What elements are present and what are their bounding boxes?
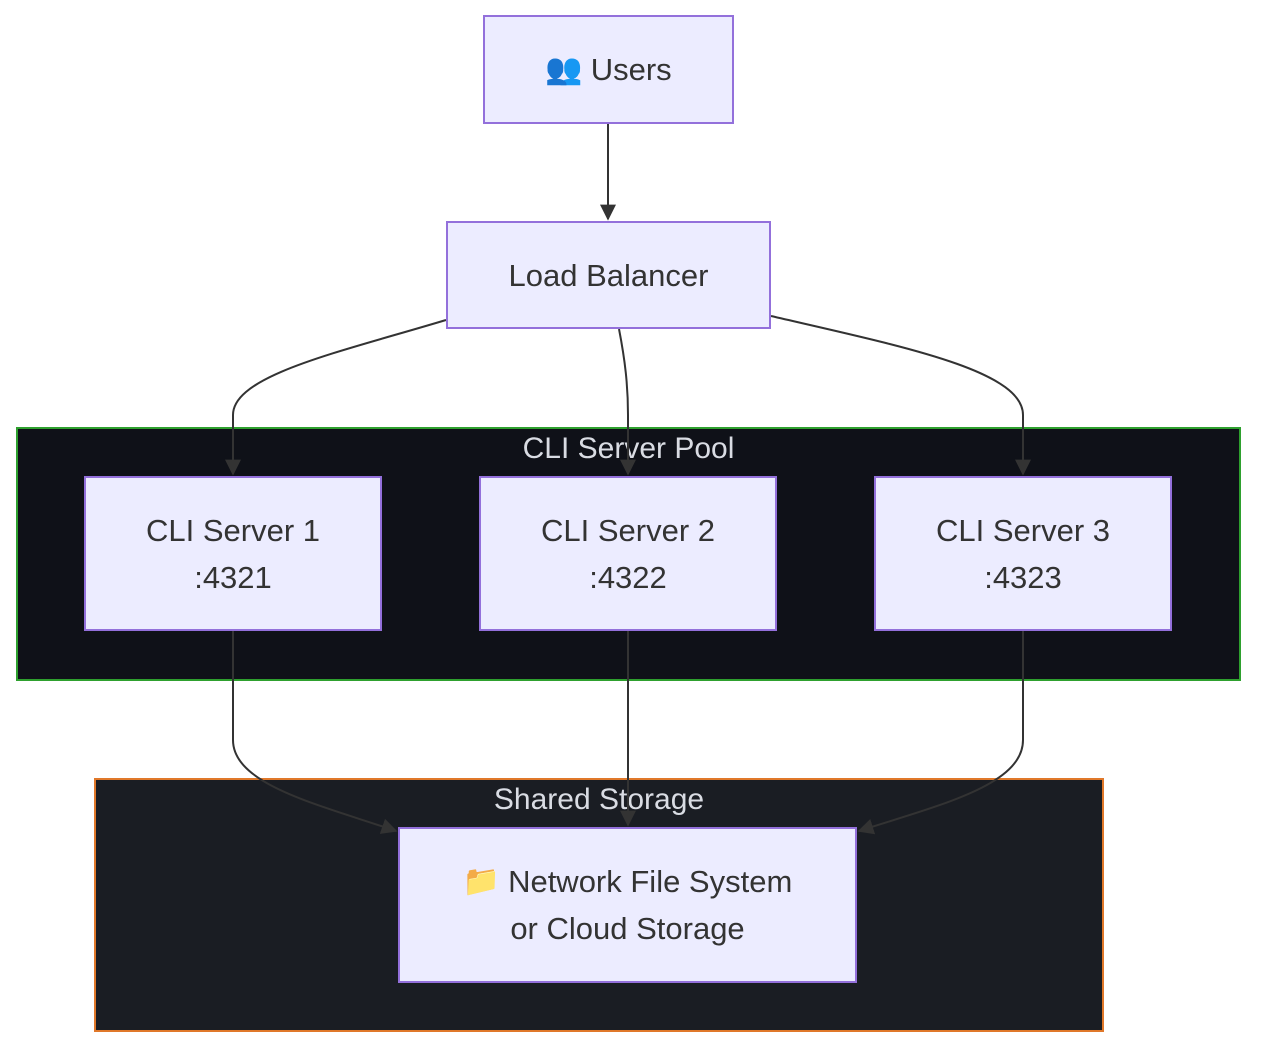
cli-server-pool-title: CLI Server Pool [522, 432, 735, 465]
cli-server-3-node: CLI Server 3 :4323 [874, 476, 1172, 631]
users-node: 👥 Users [483, 15, 734, 124]
cli-server-1-name: CLI Server 1 [145, 512, 320, 548]
storage-label-line2: or Cloud Storage [510, 911, 745, 946]
storage-node: 📁 Network File System or Cloud Storage [398, 827, 857, 983]
users-label: Users [590, 52, 672, 87]
load-balancer-node: Load Balancer [446, 221, 771, 329]
cli-server-3-name: CLI Server 3 [935, 512, 1110, 548]
cli-server-2-port: :4322 [589, 559, 667, 595]
storage-label-line1: Network File System [508, 864, 793, 899]
folder-icon: 📁 [462, 865, 501, 898]
cli-server-3-port: :4323 [984, 559, 1062, 595]
cli-server-2-name: CLI Server 2 [540, 512, 715, 548]
cli-server-1-port: :4321 [194, 559, 272, 595]
load-balancer-label: Load Balancer [508, 257, 709, 293]
users-icon: 👥 [545, 53, 583, 86]
cli-server-1-node: CLI Server 1 :4321 [84, 476, 382, 631]
cli-server-2-node: CLI Server 2 :4322 [479, 476, 777, 631]
shared-storage-title: Shared Storage [493, 783, 705, 816]
